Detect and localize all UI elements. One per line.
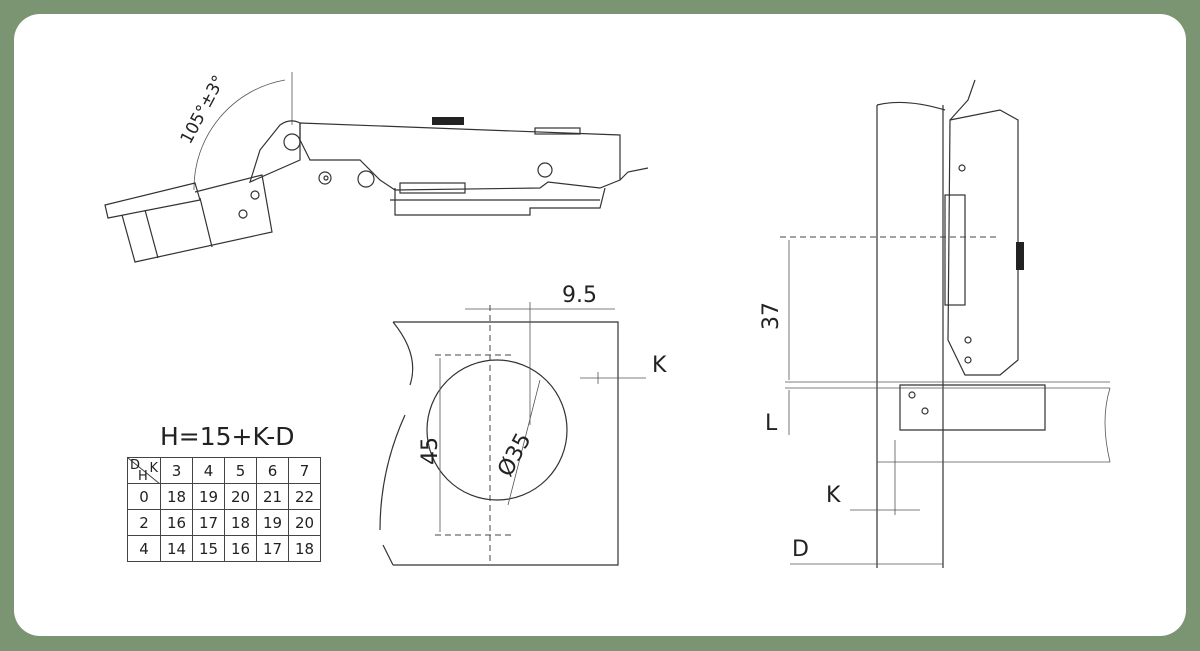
- d-value: 4: [127, 535, 161, 562]
- table-row: 0 18 19 20 21 22: [127, 483, 321, 510]
- h-value: 16: [160, 509, 193, 536]
- h-value: 17: [192, 509, 225, 536]
- h-value: 19: [192, 483, 225, 510]
- cup-drilling-view: 9.5 45 Ø35 K: [379, 283, 667, 566]
- k-value: 7: [288, 457, 321, 484]
- h-value: 18: [160, 483, 193, 510]
- k-value: 3: [160, 457, 193, 484]
- height-table: D K H 3 4 5 6 7 0 18 19 20 21 22 2 16 17…: [127, 457, 321, 562]
- h-value: 14: [160, 535, 193, 562]
- h-value: 21: [256, 483, 289, 510]
- svg-text:D: D: [792, 537, 809, 562]
- h-value: 20: [288, 509, 321, 536]
- h-value: 16: [224, 535, 257, 562]
- h-value: 22: [288, 483, 321, 510]
- formula-title: H=15+K-D: [160, 422, 295, 451]
- corner-k: K: [149, 461, 158, 476]
- svg-text:K: K: [652, 353, 667, 378]
- hinge-open-view: 105°±3°: [104, 72, 649, 263]
- h-value: 18: [288, 535, 321, 562]
- svg-text:45: 45: [418, 437, 443, 465]
- k-value: 4: [192, 457, 225, 484]
- h-value: 19: [256, 509, 289, 536]
- corner-cell: D K H: [127, 457, 161, 484]
- corner-d: D: [130, 458, 141, 473]
- h-value: 20: [224, 483, 257, 510]
- h-value: 18: [224, 509, 257, 536]
- k-value: 6: [256, 457, 289, 484]
- svg-text:Ø35: Ø35: [493, 429, 536, 481]
- svg-text:L: L: [765, 411, 778, 436]
- d-value: 2: [127, 509, 161, 536]
- svg-text:9.5: 9.5: [562, 283, 597, 308]
- corner-h: H: [138, 469, 148, 484]
- table-row: 4 14 15 16 17 18: [127, 535, 321, 562]
- d-value: 0: [127, 483, 161, 510]
- h-value: 15: [192, 535, 225, 562]
- side-section-view: 37 L K D: [759, 79, 1111, 568]
- svg-text:105°±3°: 105°±3°: [177, 72, 230, 147]
- table-header-row: D K H 3 4 5 6 7: [127, 457, 321, 484]
- k-value: 5: [224, 457, 257, 484]
- h-value: 17: [256, 535, 289, 562]
- svg-text:K: K: [826, 483, 841, 508]
- table-row: 2 16 17 18 19 20: [127, 509, 321, 536]
- svg-text:37: 37: [759, 302, 784, 330]
